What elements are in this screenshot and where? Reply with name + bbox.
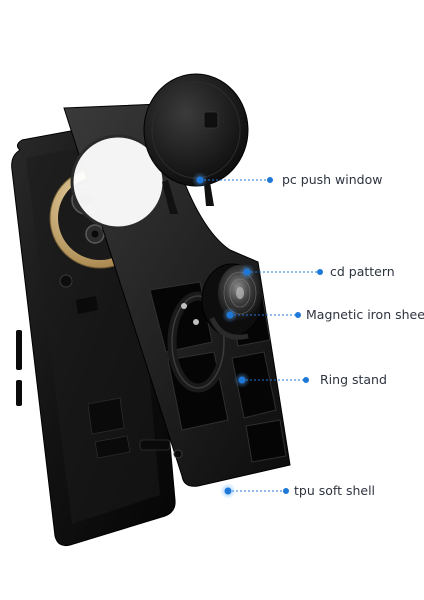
callout-dots <box>192 172 323 499</box>
callout-lines <box>200 179 318 492</box>
magnetic-ring-stand <box>201 263 263 340</box>
callout-label-ring-stand: Ring stand <box>320 372 387 387</box>
pc-push-window-disc <box>143 73 249 214</box>
callout-label-magnetic-iron-sheet: Magnetic iron sheet <box>306 307 424 322</box>
callout-label-cd-pattern: cd pattern <box>330 264 395 279</box>
callout-label-tpu-soft-shell: tpu soft shell <box>294 483 376 498</box>
callout-label-pc-push-window: pc push window <box>282 172 383 187</box>
